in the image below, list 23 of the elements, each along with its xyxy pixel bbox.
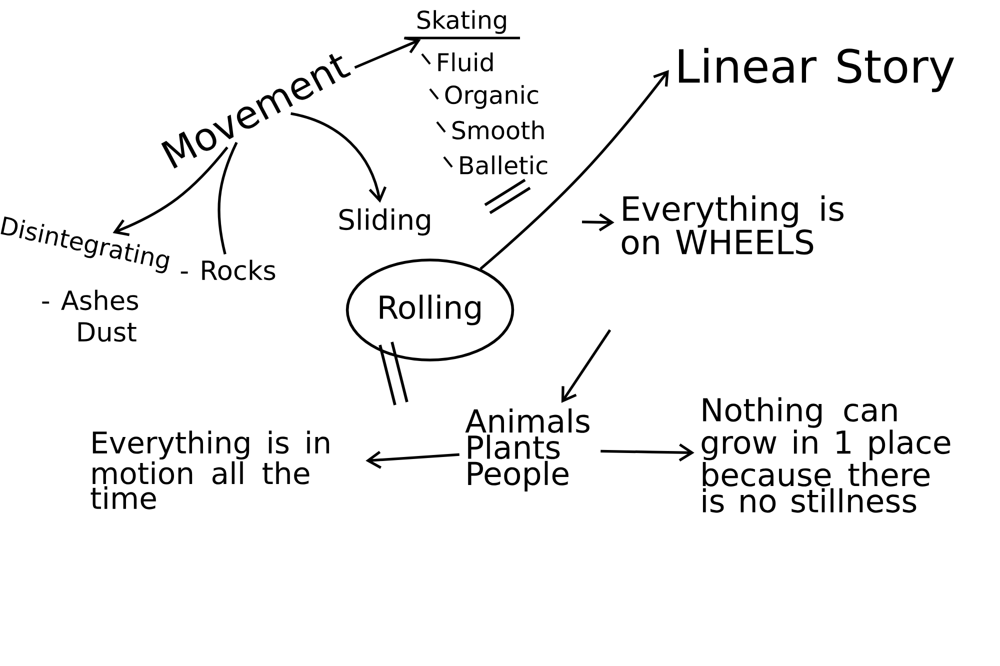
list-item: - Ashes bbox=[42, 290, 138, 310]
list-item: Organic bbox=[445, 85, 538, 109]
arrow bbox=[354, 36, 421, 69]
handwritten-phrase: Everything is in motion all the time bbox=[90, 430, 330, 510]
handwritten-phrase: Everything is on WHEELS bbox=[622, 195, 844, 255]
handwritten-phrase: Animals Plants People bbox=[465, 408, 590, 492]
handwritten-phrase: Linear Story bbox=[679, 48, 954, 92]
circled-word: Rolling bbox=[346, 258, 514, 362]
list-item: Dust bbox=[78, 322, 136, 342]
list-item: Balletic bbox=[460, 155, 548, 175]
handwritten-phrase: Nothing can grow in 1 place because there is no stillness bbox=[702, 397, 950, 513]
handwritten-word: Sliding bbox=[339, 208, 430, 236]
arrow bbox=[112, 146, 228, 236]
arrow bbox=[290, 112, 387, 203]
list-item: Smooth bbox=[452, 120, 544, 140]
handwritten-word: Skating bbox=[418, 10, 506, 34]
list-item: Fluid bbox=[438, 52, 493, 72]
arrow bbox=[600, 443, 694, 462]
arrow bbox=[561, 329, 612, 403]
handwritten-word: - Rocks bbox=[180, 260, 276, 280]
arrow bbox=[582, 213, 614, 232]
arrow bbox=[366, 450, 460, 469]
arrow bbox=[480, 70, 669, 270]
